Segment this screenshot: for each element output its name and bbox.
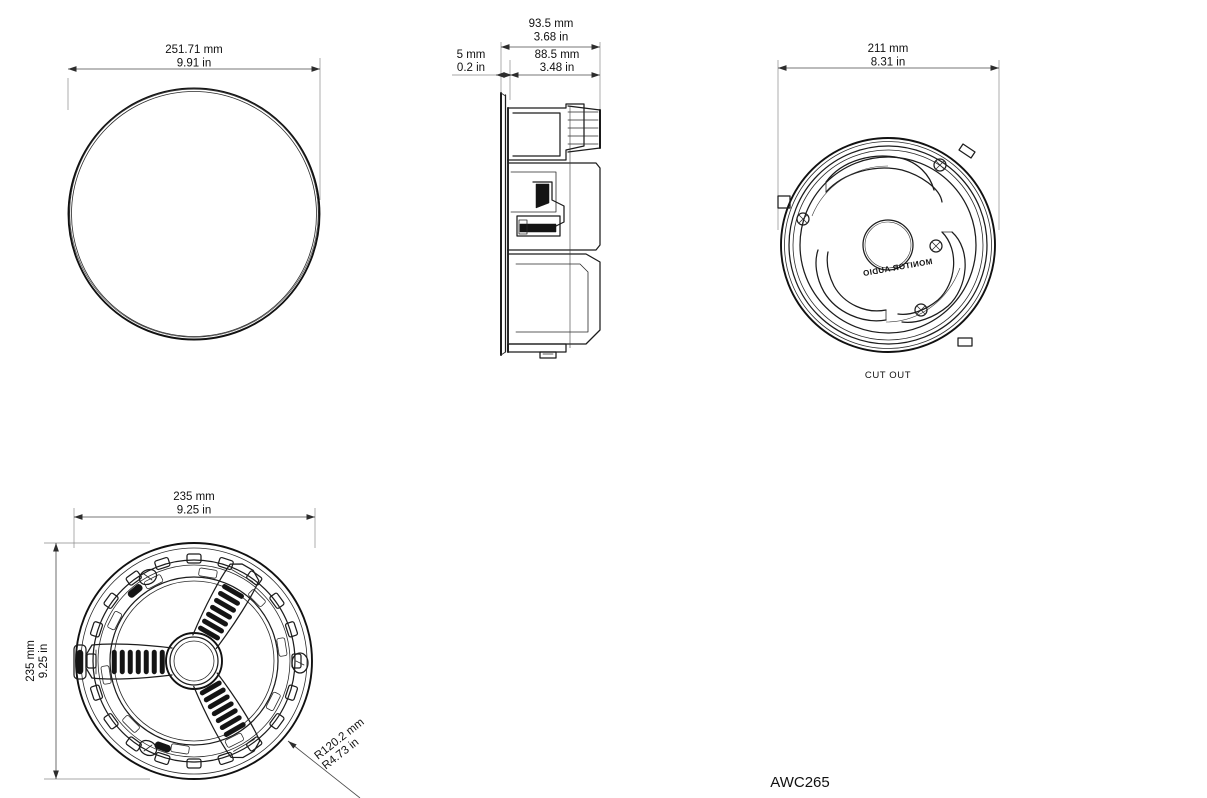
cutout-channel-b: [897, 231, 966, 324]
rear-height-in: 9.25 in: [38, 644, 50, 679]
cutout-clamp-tabs: [777, 143, 976, 347]
cutout-width-dimension: 211 mm 8.31 in: [777, 43, 1000, 230]
rear-width-in: 9.25 in: [177, 505, 212, 517]
rear-spokes: [85, 563, 261, 759]
cutout-screw-right: [929, 239, 943, 253]
rear-height-mm: 235 mm: [25, 640, 37, 682]
side-flange-in: 0.2 in: [457, 62, 485, 74]
rear-terminal-block: [73, 644, 87, 680]
front-width-mm: 251.71 mm: [165, 44, 223, 56]
side-body-dimension: 88.5 mm 3.48 in: [509, 49, 600, 100]
rear-chassis-view: 235 mm 9.25 in 235 mm 9.25 in R120.2 m: [25, 491, 367, 798]
cut-out-view: 211 mm 8.31 in: [777, 43, 1000, 381]
side-profile-view: 93.5 mm 3.68 in 88.5 mm 3.48 in 5 mm 0.2…: [452, 18, 601, 359]
rear-inner-slots: [100, 567, 288, 755]
rear-width-mm: 235 mm: [173, 491, 215, 503]
side-body-mm: 88.5 mm: [535, 49, 580, 61]
rear-clamp-top: [138, 568, 158, 586]
cutout-screw-top: [933, 158, 947, 172]
cutout-screw-bottom: [914, 303, 928, 317]
cutout-brand-text: MONITOR AUDIO: [862, 257, 933, 278]
side-flange-mm: 5 mm: [457, 49, 486, 61]
side-depth-in: 3.68 in: [534, 32, 569, 44]
rear-spoke-fins-upper: [199, 680, 246, 737]
rear-magnet-strips: [127, 584, 171, 753]
front-grille-view: 251.71 mm 9.91 in: [67, 44, 321, 341]
side-depth-dimension: 93.5 mm 3.68 in: [500, 18, 601, 120]
side-depth-mm: 93.5 mm: [529, 18, 574, 30]
svg-text:MONITOR AUDIO: MONITOR AUDIO: [862, 257, 933, 278]
front-width-in: 9.91 in: [177, 58, 212, 70]
rear-clamp-bottom: [138, 739, 158, 757]
cutout-screw-left: [796, 212, 810, 226]
cutout-width-in: 8.31 in: [871, 57, 906, 69]
rear-height-dimension: 235 mm 9.25 in: [25, 542, 150, 780]
rear-radius-dimension: R120.2 mm R4.73 in: [287, 716, 367, 798]
model-label: AWC265: [770, 774, 829, 791]
front-width-dimension: 251.71 mm 9.91 in: [67, 44, 321, 200]
side-body-in: 3.48 in: [540, 62, 575, 74]
cutout-channel-c: [815, 249, 887, 322]
rear-clamp-right: [291, 652, 309, 674]
rear-rim-slots: [86, 553, 302, 769]
cut-out-caption: CUT OUT: [865, 370, 911, 381]
cutout-width-mm: 211 mm: [868, 43, 909, 55]
side-flange-dimension: 5 mm 0.2 in: [452, 49, 512, 78]
rear-spoke-fins-lower: [198, 584, 244, 641]
rear-spoke-fins-left: [111, 649, 165, 675]
rear-width-dimension: 235 mm 9.25 in: [73, 491, 316, 548]
